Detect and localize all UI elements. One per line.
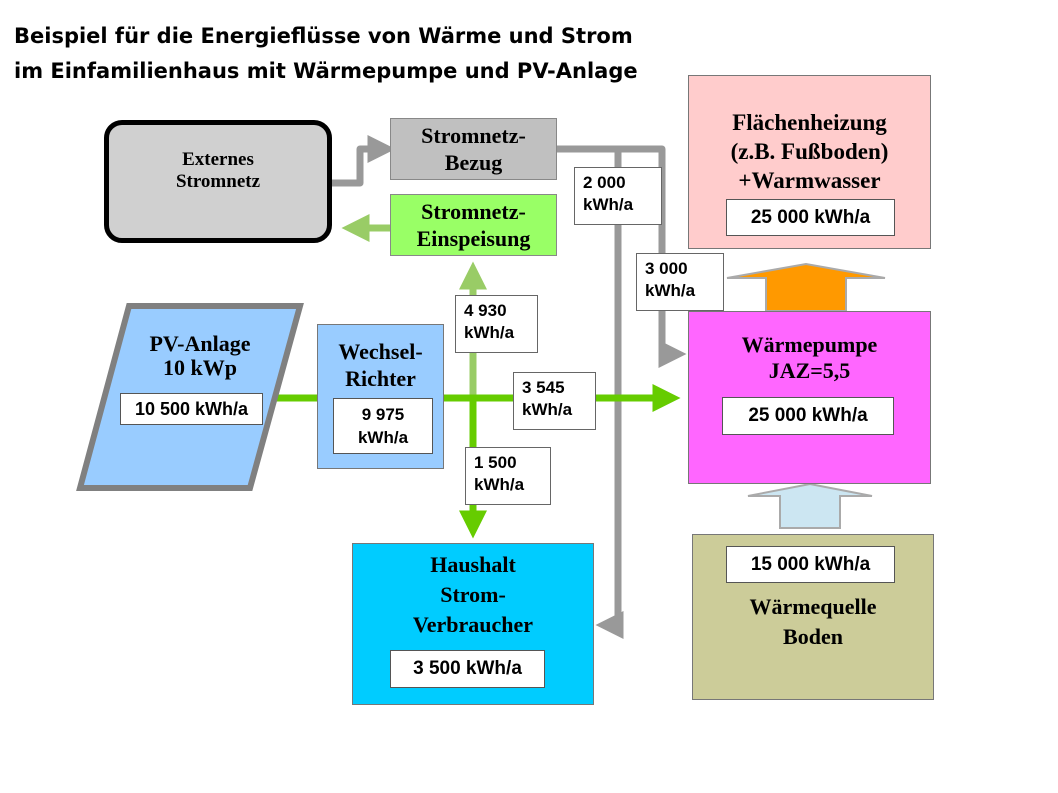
arrow-bezug-to-waermepumpe: [618, 145, 687, 368]
arrow-grid-to-bezug: [332, 135, 396, 187]
flow-einspeisung-line-2: kWh/a: [464, 323, 515, 342]
flow-pv-haushalt-line-2: kWh/a: [474, 475, 525, 494]
pv-anlage-label-2: 10 kWp: [163, 355, 237, 380]
wechselrichter-value: 9 975 kWh/a: [333, 398, 433, 454]
externes-stromnetz-label-2: Stromnetz: [175, 171, 261, 192]
node-stromnetz-einspeisung: Stromnetz- Einspeisung: [390, 194, 557, 256]
node-pv-anlage: PV-Anlage 10 kWp: [130, 332, 270, 380]
diagram-title-line-1: Beispiel für die Energieflüsse von Wärme…: [14, 24, 633, 48]
stromnetz-bezug-label-1: Stromnetz-: [421, 123, 526, 148]
arrow-ground-to-waermepumpe: [747, 482, 873, 529]
flow-einspeisung-line-1: 4 930: [464, 301, 507, 320]
waermepumpe-label-1: Wärmepumpe: [741, 332, 878, 357]
pv-anlage-value: 10 500 kWh/a: [120, 393, 263, 425]
flow-bezug-waermepumpe-line-2: kWh/a: [645, 281, 696, 300]
flow-label-pv-waermepumpe: 3 545 kWh/a: [513, 372, 596, 430]
flow-label-bezug-waermepumpe: 3 000 kWh/a: [636, 253, 724, 311]
flow-bezug-waermepumpe-line-1: 3 000: [645, 259, 688, 278]
flow-label-einspeisung: 4 930 kWh/a: [455, 295, 538, 353]
flow-label-bezug-haushalt: 2 000 kWh/a: [574, 167, 662, 225]
waermequelle-label-1: Wärmequelle: [749, 594, 877, 619]
externes-stromnetz-label-1: Externes: [182, 149, 254, 170]
node-stromnetz-bezug: Stromnetz- Bezug: [390, 118, 557, 180]
stromnetz-einspeisung-label-1: Stromnetz-: [421, 199, 526, 224]
waermepumpe-label-2: JAZ=5,5: [768, 358, 851, 383]
flow-pv-haushalt-line-1: 1 500: [474, 453, 517, 472]
waermepumpe-value: 25 000 kWh/a: [722, 397, 894, 435]
haushalt-label-1: Haushalt: [430, 552, 516, 577]
waermequelle-label-2: Boden: [783, 624, 843, 649]
node-externes-stromnetz: Externes Stromnetz: [104, 120, 332, 243]
stromnetz-bezug-label-2: Bezug: [444, 150, 503, 175]
haushalt-value: 3 500 kWh/a: [390, 650, 545, 688]
wechselrichter-label-1: Wechsel-: [338, 339, 423, 364]
wechselrichter-value-line-1: 9 975: [361, 405, 405, 424]
stromnetz-einspeisung-label-2: Einspeisung: [416, 226, 531, 251]
flow-bezug-haushalt-line-1: 2 000: [583, 173, 626, 192]
flaechenheizung-label-3: +Warmwasser: [738, 168, 881, 193]
haushalt-label-2: Strom-: [440, 582, 506, 607]
flow-label-pv-haushalt: 1 500 kWh/a: [465, 447, 551, 505]
pv-anlage-label-1: PV-Anlage: [149, 331, 251, 356]
flow-bezug-haushalt-line-2: kWh/a: [583, 195, 634, 214]
wechselrichter-label-2: Richter: [345, 366, 416, 391]
flaechenheizung-label-2: (z.B. Fußboden): [730, 139, 889, 164]
arrow-heat-to-flaechenheizung: [726, 262, 886, 312]
flaechenheizung-value: 25 000 kWh/a: [726, 199, 895, 236]
flow-pv-waermepumpe-line-2: kWh/a: [522, 400, 573, 419]
diagram-title-line-2: im Einfamilienhaus mit Wärmepumpe und PV…: [14, 59, 638, 83]
flaechenheizung-label-1: Flächenheizung: [732, 110, 887, 135]
arrow-bezug-to-haushalt: [595, 149, 624, 639]
flow-pv-waermepumpe-line-1: 3 545: [522, 378, 565, 397]
wechselrichter-value-line-2: kWh/a: [357, 428, 409, 447]
haushalt-label-3: Verbraucher: [412, 612, 534, 637]
waermequelle-value: 15 000 kWh/a: [726, 546, 895, 583]
